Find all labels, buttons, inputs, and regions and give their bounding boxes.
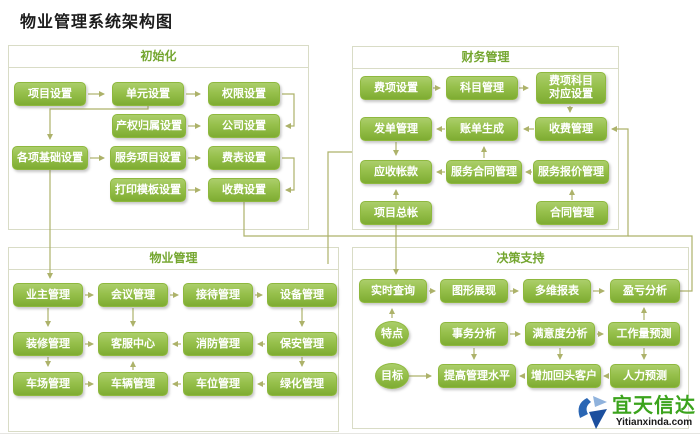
node-invoice-management: 发单管理 — [360, 117, 432, 141]
node-charge-settings: 收费设置 — [208, 178, 280, 202]
node-improve-management: 提高管理水平 — [438, 364, 516, 388]
node-fire-management: 消防管理 — [183, 332, 253, 356]
node-satisfaction-analysis: 满意度分析 — [525, 322, 595, 346]
panel-decision-title: 决策支持 — [353, 248, 688, 270]
watermark: 宜天信达 Yitianxinda.com — [572, 395, 698, 437]
panel-finance-title: 财务管理 — [353, 47, 618, 69]
node-subject-management: 科目管理 — [446, 76, 518, 100]
node-transaction-analysis: 事务分析 — [440, 322, 508, 346]
panel-property-title: 物业管理 — [9, 248, 338, 270]
panel-initialization-title: 初始化 — [9, 46, 308, 68]
node-basic-settings: 各项基础设置 — [12, 146, 88, 170]
node-charge-management: 收费管理 — [535, 117, 607, 141]
node-bill-generation: 账单生成 — [446, 117, 518, 141]
node-reception-management: 接待管理 — [183, 283, 253, 307]
node-ownership-settings: 产权归属设置 — [112, 114, 186, 138]
node-unit-settings: 单元设置 — [112, 82, 184, 106]
node-fee-table-settings: 费表设置 — [208, 146, 280, 170]
node-fee-item-settings: 费项设置 — [360, 76, 432, 100]
node-fee-subject-mapping: 费项科目对应设置 — [536, 72, 606, 104]
node-permission-settings: 权限设置 — [208, 82, 280, 106]
node-decoration-management: 装修管理 — [13, 332, 83, 356]
page-title: 物业管理系统架构图 — [20, 14, 174, 31]
node-increase-repeat-customers: 增加回头客户 — [527, 364, 601, 388]
node-meeting-management: 会议管理 — [98, 283, 168, 307]
node-parking-lot-management: 车场管理 — [13, 372, 83, 396]
node-service-contract-management: 服务合同管理 — [446, 160, 522, 184]
node-accounts-receivable: 应收帐款 — [360, 160, 432, 184]
node-parking-space-management: 车位管理 — [183, 372, 253, 396]
node-multidim-report: 多维报表 — [523, 279, 591, 303]
node-project-ledger: 项目总帐 — [360, 201, 432, 225]
node-contract-management: 合同管理 — [536, 201, 608, 225]
node-feature-ellipse: 特点 — [375, 321, 409, 347]
watermark-logo-icon — [578, 396, 607, 429]
node-vehicle-management: 车辆管理 — [98, 372, 168, 396]
node-profit-loss-analysis: 盈亏分析 — [610, 279, 680, 303]
node-customer-service-center: 客服中心 — [98, 332, 168, 356]
node-goal-ellipse: 目标 — [375, 363, 409, 389]
node-graphic-display: 图形展现 — [440, 279, 508, 303]
node-service-quote-management: 服务报价管理 — [533, 160, 609, 184]
node-service-item-settings: 服务项目设置 — [110, 146, 186, 170]
node-manpower-forecast: 人力预测 — [610, 364, 680, 388]
node-company-settings: 公司设置 — [208, 114, 280, 138]
node-realtime-query: 实时查询 — [359, 279, 427, 303]
node-equipment-management: 设备管理 — [267, 283, 337, 307]
node-project-settings: 项目设置 — [14, 82, 86, 106]
node-owner-management: 业主管理 — [13, 283, 83, 307]
watermark-domain-text: Yitianxinda.com — [615, 417, 693, 428]
bottom-edge-line — [0, 433, 700, 434]
node-security-management: 保安管理 — [267, 332, 337, 356]
node-greening-management: 绿化管理 — [267, 372, 337, 396]
node-workload-forecast: 工作量预测 — [608, 322, 680, 346]
node-print-template-settings: 打印模板设置 — [110, 178, 186, 202]
watermark-brand-text: 宜天信达 — [612, 395, 696, 417]
